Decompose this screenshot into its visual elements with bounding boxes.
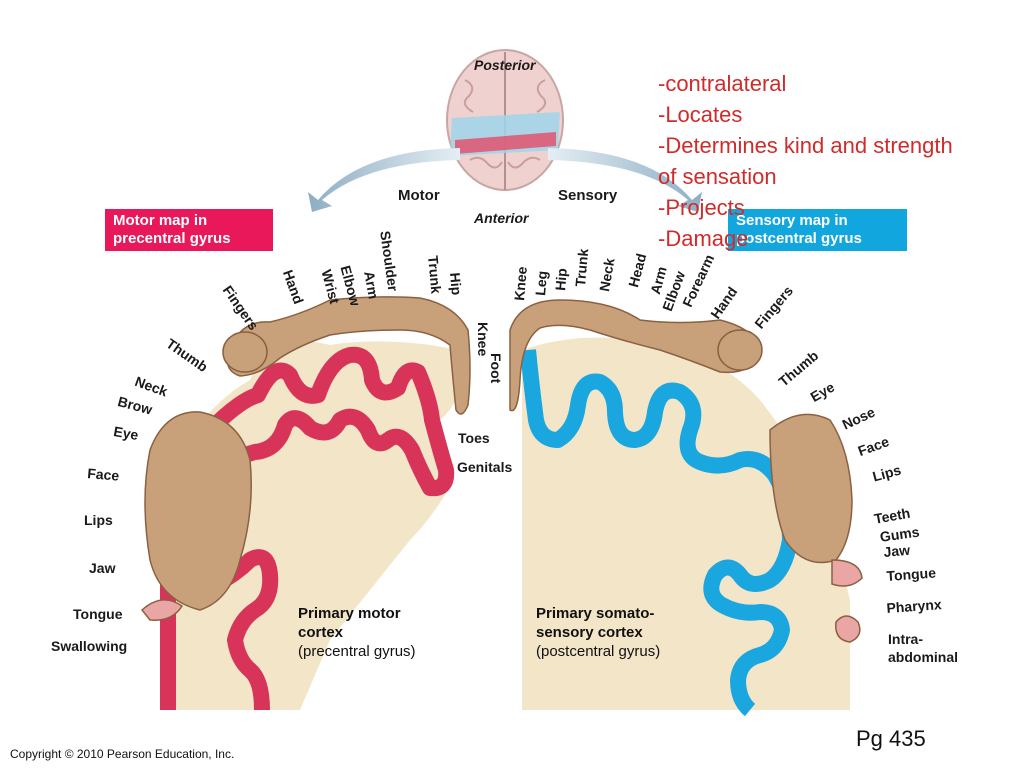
motor-map-box: Motor map in precentral gyrus [105, 209, 273, 251]
sensory-caption: Primary somato- sensory cortex (postcent… [536, 604, 660, 661]
sensory-cortex-slice [520, 337, 850, 717]
brain-top-view [446, 49, 564, 191]
sensory-label-intra: Intra- [888, 631, 923, 647]
motor-label-hip: Hip [447, 271, 465, 296]
motor-box-line1: Motor map in [113, 212, 208, 229]
sensory-box-line1: Sensory map in [736, 212, 848, 229]
motor-caption-line3: (precentral gyrus) [298, 643, 416, 660]
sensory-arrow [548, 148, 702, 212]
sensory-label-genitals: Genitals [457, 459, 513, 475]
motor-label-swallowing: Swallowing [51, 638, 128, 654]
sensory-caption-line3: (postcentral gyrus) [536, 643, 661, 660]
sensory-label-leg: Leg [532, 270, 551, 297]
sensory-label-abdominal: abdominal [888, 649, 959, 665]
posterior-label: Posterior [474, 57, 536, 73]
anterior-label: Anterior [474, 210, 529, 226]
page-number: Pg 435 [856, 726, 926, 751]
copyright-text: Copyright © 2010 Pearson Education, Inc. [10, 747, 235, 761]
motor-label-jaw: Jaw [89, 560, 116, 576]
sensory-map-box: Sensory map in postcentral gyrus [728, 209, 907, 251]
motor-label-trunk: Trunk [425, 254, 445, 295]
sensory-label-jaw: Jaw [882, 541, 911, 560]
motor-label-toes: Toes [458, 430, 490, 446]
motor-label-foot: Foot [488, 353, 504, 384]
motor-caption-line1: Primary motor [298, 605, 401, 622]
sensory-label-trunk: Trunk [572, 247, 592, 288]
motor-label: Motor [398, 187, 440, 204]
sensory-caption-line2: sensory cortex [536, 624, 643, 641]
motor-label-eye: Eye [112, 423, 140, 444]
note-projects: -Projects [658, 195, 745, 220]
sensory-label-pharynx: Pharynx [885, 596, 943, 616]
note-determines: -Determines kind and strength [658, 133, 953, 158]
motor-caption: Primary motor cortex (precentral gyrus) [298, 604, 416, 661]
note-locates: -Locates [658, 102, 743, 127]
motor-label-tongue: Tongue [73, 606, 123, 622]
sensory-label: Sensory [558, 187, 618, 204]
note-of-sensation: of sensation [658, 164, 777, 189]
motor-box-line2: precentral gyrus [113, 230, 231, 247]
sensory-label-tongue: Tongue [885, 564, 937, 584]
sensory-label-knee: Knee [511, 265, 530, 302]
sensory-caption-line1: Primary somato- [536, 605, 655, 622]
motor-label-face: Face [86, 465, 120, 484]
motor-homunculus [140, 296, 471, 621]
sensory-homunculus [509, 299, 863, 643]
motor-caption-line2: cortex [298, 624, 344, 641]
sensory-label-hip: Hip [552, 267, 570, 292]
sensory-box-line2: postcentral gyrus [736, 230, 862, 247]
motor-label-knee: Knee [475, 322, 491, 357]
note-contralateral: -contralateral [658, 71, 787, 96]
note-damage: -Damage [658, 226, 749, 251]
motor-label-lips: Lips [84, 512, 113, 528]
motor-arrow [308, 148, 460, 212]
notes-list: -contralateral -Locates -Determines kind… [658, 68, 953, 254]
